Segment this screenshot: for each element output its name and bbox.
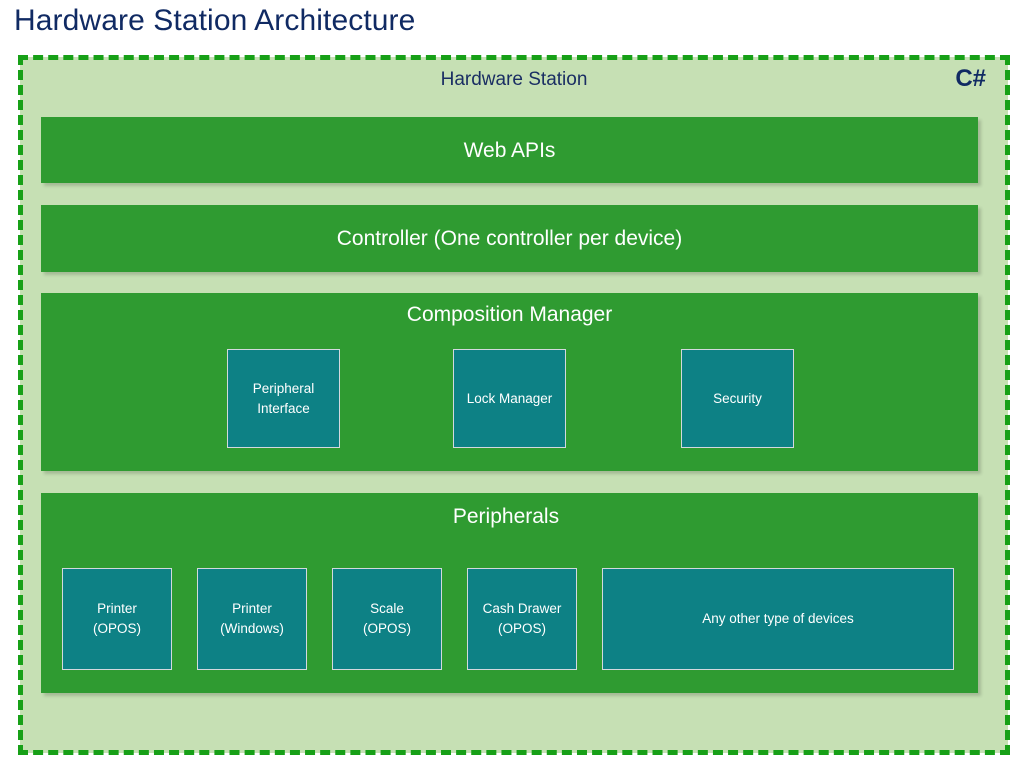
component-printer-opos-line2: (OPOS) [92,621,141,636]
component-any-other-devices: Any other type of devices [602,568,954,670]
component-peripheral-interface-line2: Interface [257,400,310,416]
component-security: Security [681,349,794,448]
component-printer-windows-line2: (Windows) [220,621,284,636]
component-any-other-devices-line1: Any other type of devices [702,611,854,627]
component-scale-opos-line1: Scale [370,601,404,617]
component-scale-opos-line2: (OPOS) [362,621,411,636]
component-printer-windows: Printer (Windows) [197,568,307,670]
hardware-station-label: Hardware Station [440,69,588,90]
page-title: Hardware Station Architecture [14,4,416,37]
csharp-language-label: C# [955,65,986,92]
component-security-line1: Security [713,390,762,406]
component-cash-drawer-opos-line2: (OPOS) [497,621,546,636]
component-cash-drawer-opos-line1: Cash Drawer [482,601,562,617]
component-printer-opos: Printer (OPOS) [62,568,172,670]
component-cash-drawer-opos: Cash Drawer (OPOS) [467,568,577,670]
component-lock-manager: Lock Manager [453,349,566,448]
layer-web-apis: Web APIs [41,117,978,183]
layer-web-apis-title: Web APIs [463,139,556,162]
layer-peripherals-title: Peripherals [452,505,560,528]
layer-controller-title: Controller (One controller per device) [336,227,683,250]
component-lock-manager-line1: Lock Manager [466,390,553,406]
component-printer-opos-line1: Printer [97,601,137,617]
layer-controller: Controller (One controller per device) [41,205,978,272]
layer-composition-manager-title: Composition Manager [406,303,613,326]
component-scale-opos: Scale (OPOS) [332,568,442,670]
component-peripheral-interface: Peripheral Interface [227,349,340,448]
component-printer-windows-line1: Printer [232,601,272,617]
component-peripheral-interface-line1: Peripheral [252,380,315,396]
